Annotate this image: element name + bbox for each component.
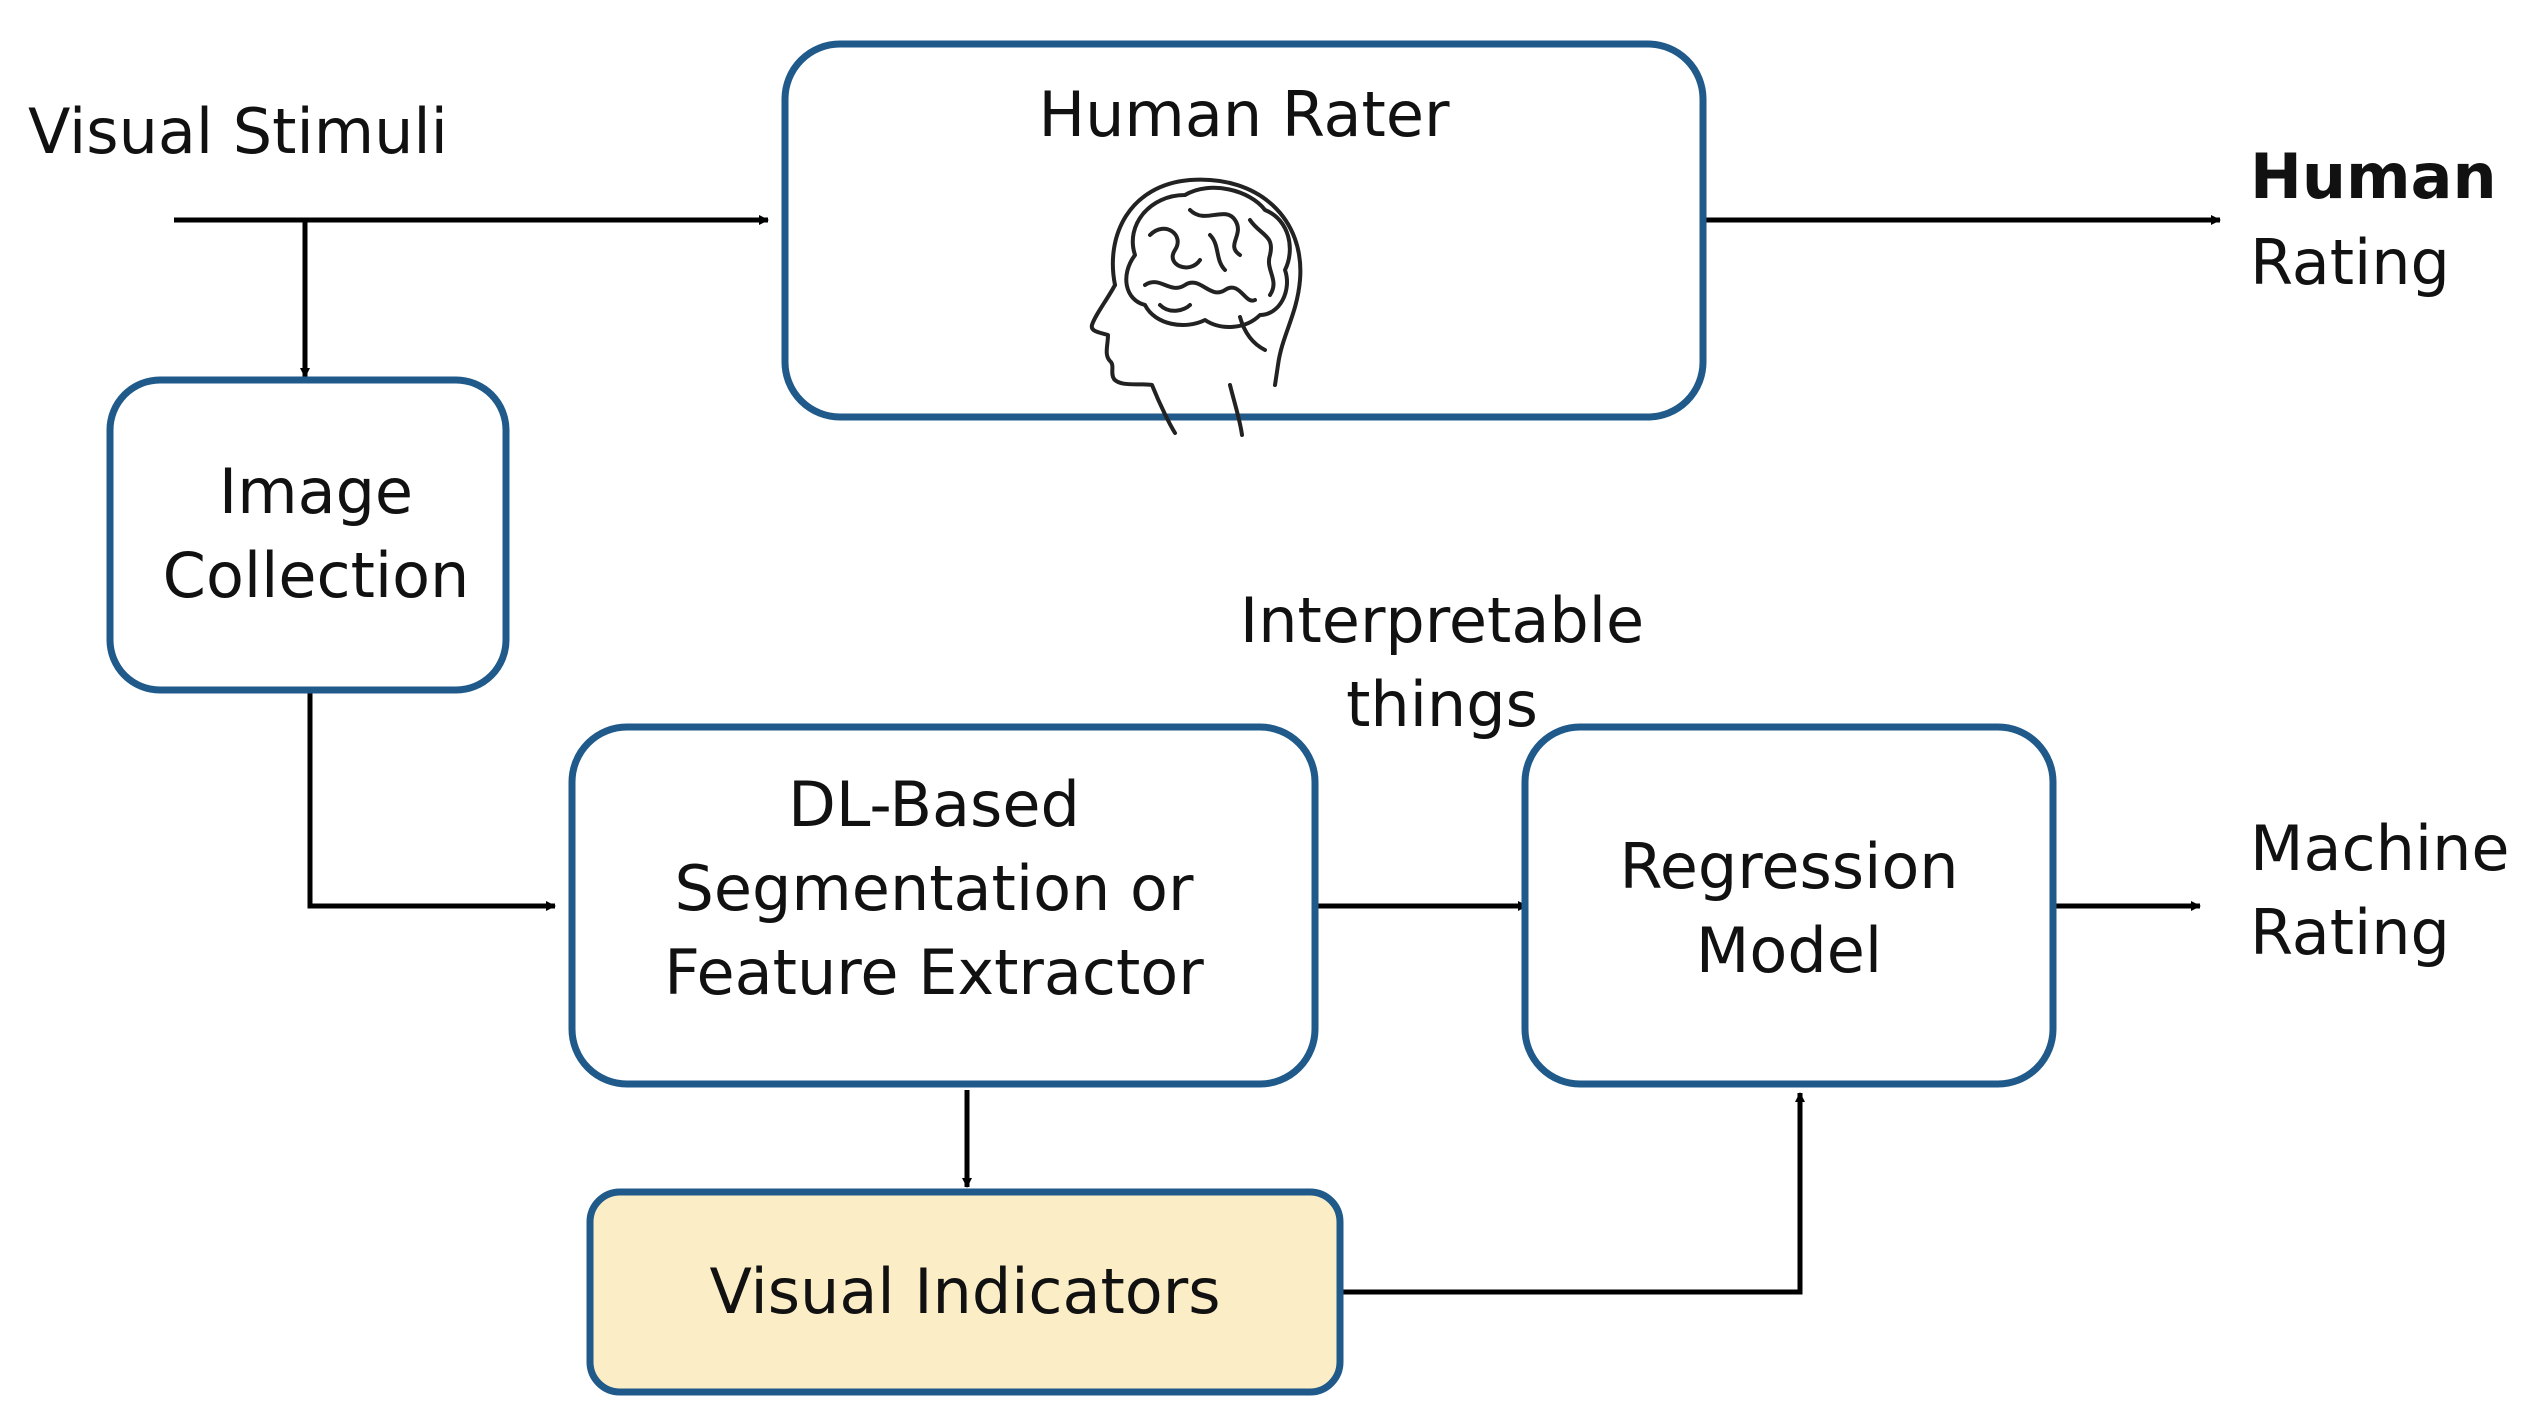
dl-extractor-label-line2: Segmentation or — [675, 852, 1194, 925]
interpretable-things-label-line2: things — [1346, 668, 1538, 741]
dl-extractor-label-line1: DL-Based — [788, 768, 1080, 841]
machine-rating-label-line1: Machine — [2250, 812, 2510, 885]
human-rater-title: Human Rater — [1039, 78, 1450, 151]
regression-model-label-line1: Regression — [1619, 830, 1958, 903]
human-rater-box — [781, 40, 1707, 421]
visual-indicators-box — [586, 1188, 1344, 1396]
image-collection-label-line2: Collection — [163, 539, 470, 612]
visual-stimuli-label: Visual Stimuli — [28, 95, 448, 168]
arrow-image-collection-to-dl-extractor — [307, 690, 556, 911]
dl-extractor-label-line3: Feature Extractor — [664, 936, 1204, 1009]
image-collection-label-line1: Image — [219, 455, 413, 528]
arrow-visual-indicators-to-regression — [1341, 1092, 1805, 1295]
regression-model-box — [1521, 723, 2057, 1088]
connectors — [174, 215, 2221, 1295]
machine-rating-label-line2: Rating — [2250, 896, 2450, 969]
regression-model-label-line2: Model — [1696, 914, 1882, 987]
brain-head-icon — [1089, 177, 1303, 437]
image-collection-box — [106, 376, 510, 694]
dl-extractor-box — [568, 723, 1319, 1088]
human-rating-label-line2: Rating — [2250, 226, 2450, 299]
human-rating-label-line1: Human — [2250, 140, 2497, 213]
interpretable-things-label-line1: Interpretable — [1240, 584, 1644, 657]
visual-indicators-label: Visual Indicators — [709, 1255, 1220, 1328]
